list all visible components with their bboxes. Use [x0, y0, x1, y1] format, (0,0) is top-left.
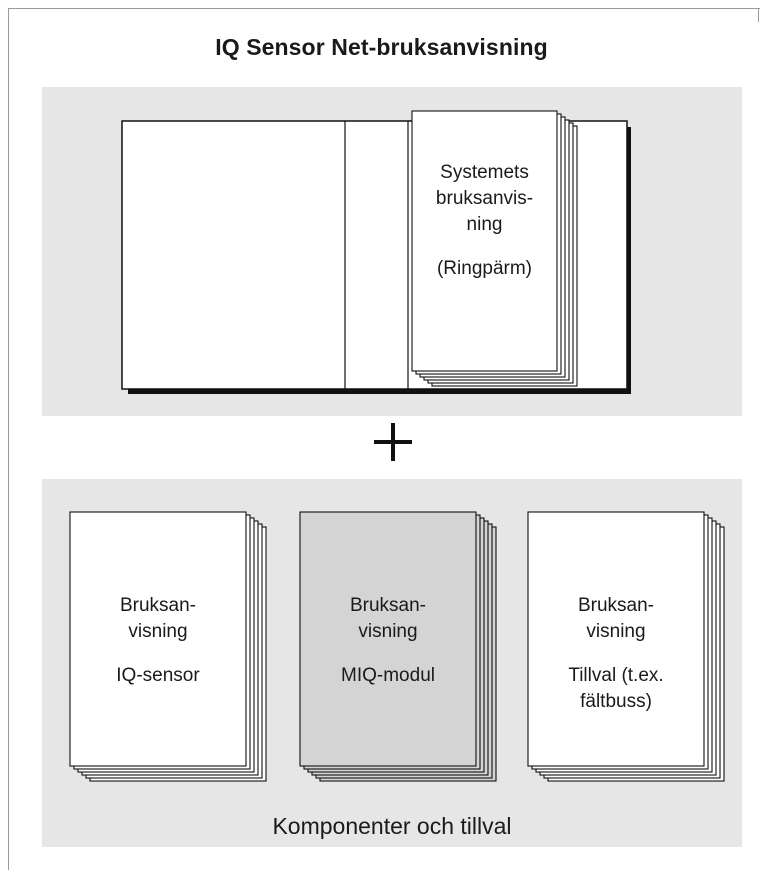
diagram-title: IQ Sensor Net-bruksanvisning	[215, 34, 548, 60]
manual-stack-1	[69, 511, 267, 782]
manual-label-iq-sensor: Bruksan- visning IQ-sensor	[70, 593, 246, 689]
manual-label-line1: Bruksan-	[577, 595, 655, 616]
manual-label-line3: IQ-sensor	[116, 665, 200, 686]
manual-page-sheet	[299, 511, 477, 767]
manual-label-line2: visning	[358, 621, 418, 642]
manual-label-miq-module: Bruksan- visning MIQ-modul	[300, 593, 476, 689]
manual-stacks	[69, 511, 725, 782]
components-caption: Komponenter och tillval	[272, 813, 512, 839]
binder-page-stack	[411, 110, 578, 387]
frame-border-right	[758, 8, 759, 22]
manual-label-line2: visning	[128, 621, 188, 642]
binder-label-line1: Systemets	[440, 162, 529, 183]
frame-border-left	[8, 8, 9, 870]
manual-label-line1: Bruksan-	[119, 595, 197, 616]
binder-page-sheet	[411, 110, 558, 372]
manual-label-line3: MIQ-modul	[341, 665, 435, 686]
plus-icon	[374, 423, 412, 461]
manual-label-line2: visning	[586, 621, 646, 642]
binder-label: Systemets bruksanvis- ning (Ringpärm)	[412, 160, 557, 282]
manual-stack-3	[527, 511, 725, 782]
manual-stack-2	[299, 511, 497, 782]
frame-border-top	[8, 8, 760, 9]
manual-page-sheet	[527, 511, 705, 767]
binder-label-line3: ning	[466, 214, 503, 235]
binder-label-line4: (Ringpärm)	[436, 258, 533, 279]
manual-label-line3: Tillval (t.ex.	[568, 665, 664, 686]
manual-label-options: Bruksan- visning Tillval (t.ex. fältbuss…	[528, 593, 704, 715]
manual-label-line1: Bruksan-	[349, 595, 427, 616]
manual-label-line4: fältbuss)	[580, 691, 652, 712]
ring-binder	[121, 110, 631, 394]
binder-label-line2: bruksanvis-	[435, 188, 534, 209]
manual-page-sheet	[69, 511, 247, 767]
